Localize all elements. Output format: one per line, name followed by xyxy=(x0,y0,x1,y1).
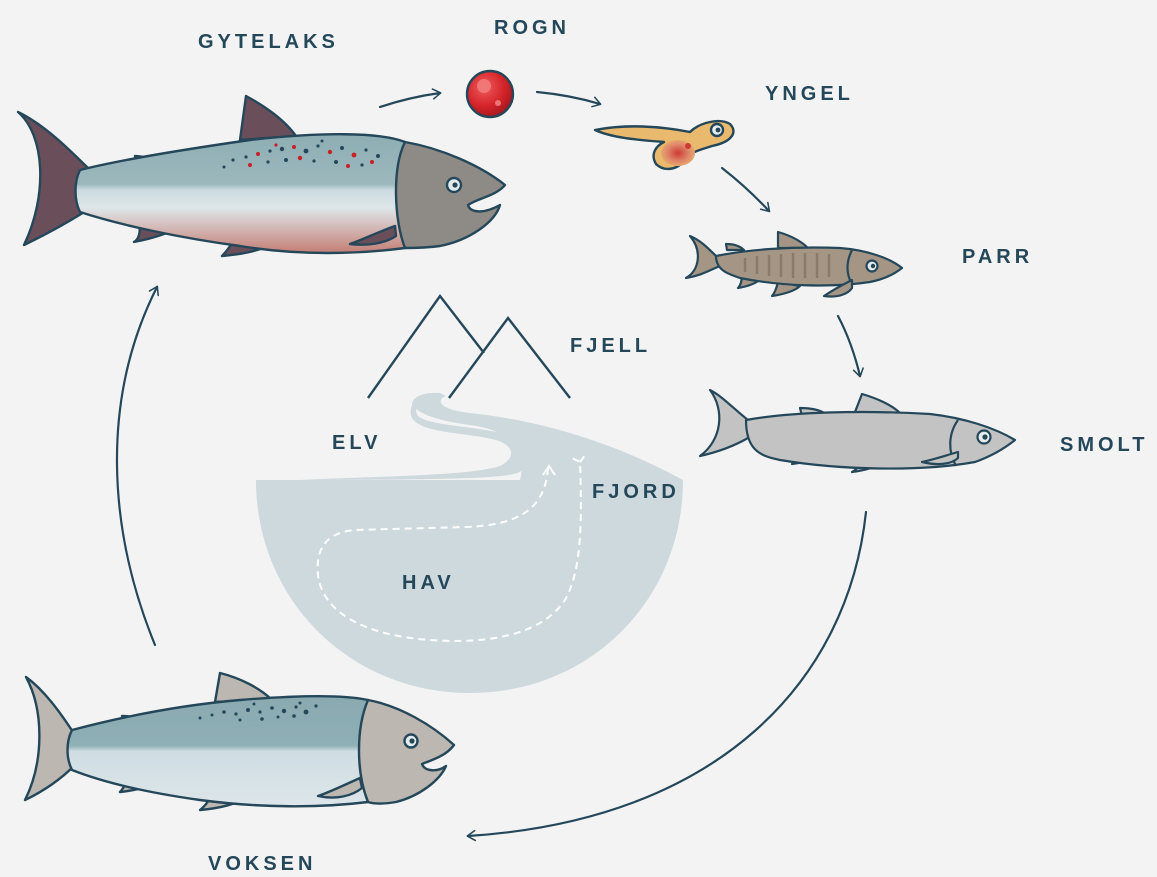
label-gytelaks: GYTELAKS xyxy=(198,31,339,53)
label-elv: ELV xyxy=(332,432,381,454)
parr-fish-icon xyxy=(686,232,902,297)
river xyxy=(256,395,528,480)
arrow-parr-to-smolt xyxy=(838,316,860,376)
arrow-rogn-to-yngel xyxy=(537,92,600,104)
label-yngel: YNGEL xyxy=(765,83,854,105)
smolt-fish-icon xyxy=(700,390,1015,472)
label-rogn: ROGN xyxy=(494,17,570,39)
spawner-head xyxy=(396,142,505,248)
spawning-salmon-icon xyxy=(18,96,505,256)
spawner-dorsal-fin xyxy=(240,96,296,140)
smolt-body xyxy=(746,412,1015,469)
arrow-yngel-to-parr xyxy=(722,168,769,211)
parr-adipose-fin xyxy=(726,244,744,250)
label-parr: PARR xyxy=(962,246,1033,268)
label-fjord: FJORD xyxy=(592,481,680,503)
arrow-gytelaks-to-rogn xyxy=(380,93,440,107)
arrow-voksen-to-gytelaks xyxy=(117,287,157,645)
label-voksen: VOKSEN xyxy=(208,853,316,875)
parr-dorsal-fin xyxy=(778,232,808,248)
label-fjell: FJELL xyxy=(570,335,651,357)
adult-head xyxy=(359,700,454,804)
label-hav: HAV xyxy=(402,572,455,594)
smolt-tail-fin xyxy=(700,390,748,456)
label-smolt: SMOLT xyxy=(1060,434,1149,456)
mountains xyxy=(368,296,570,398)
spawner-body xyxy=(76,134,406,253)
fry-icon xyxy=(595,121,733,169)
parr-tail-fin xyxy=(686,236,720,278)
smolt-dorsal-fin xyxy=(855,394,900,413)
adult-tail-fin xyxy=(25,677,75,800)
roe-egg-icon xyxy=(467,71,513,117)
adult-body xyxy=(68,696,369,806)
adult-salmon-icon xyxy=(25,673,454,810)
